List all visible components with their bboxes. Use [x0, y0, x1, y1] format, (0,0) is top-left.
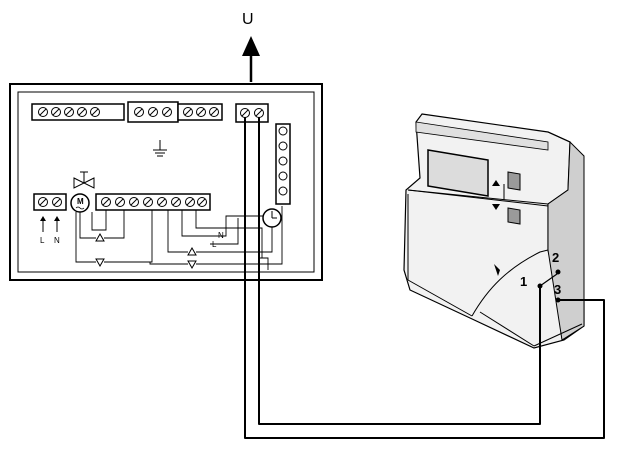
output-terminal-pair	[235, 103, 269, 123]
top-terminal-strip-right	[177, 103, 223, 121]
thermostat-display	[427, 149, 489, 197]
top-label: U	[242, 11, 254, 28]
wire-live-label: L	[212, 240, 217, 249]
triangle-up-icon	[95, 232, 105, 242]
clock-icon	[262, 208, 282, 228]
supply-live-label: L	[40, 236, 45, 245]
triangle-up-icon	[187, 246, 197, 256]
vertical-terminal-strip	[275, 123, 291, 205]
thermostat-up-button	[507, 171, 521, 191]
terminal-1-label: 1	[520, 274, 527, 289]
top-terminal-strip-left	[31, 103, 125, 121]
room-thermostat	[403, 113, 585, 349]
terminal-3-label: 3	[554, 282, 561, 297]
triangle-down-icon	[187, 260, 197, 270]
ground-icon	[153, 140, 167, 157]
triangle-down-icon	[95, 258, 105, 268]
internal-wiring	[75, 206, 283, 270]
chevron-down-icon	[492, 204, 500, 210]
supply-neutral-label: N	[54, 236, 60, 245]
valve-icon	[73, 171, 95, 189]
main-terminal-strip	[95, 193, 211, 211]
wire-neutral-label: N	[218, 231, 224, 240]
supply-terminal-pair	[33, 193, 67, 232]
motor-label: M	[77, 197, 84, 206]
thermostat-down-button	[507, 207, 521, 225]
top-terminal-strip-middle	[127, 101, 179, 123]
external-wiring	[244, 117, 605, 439]
terminal-2-label: 2	[552, 250, 559, 265]
arrow-up-icon	[242, 36, 260, 82]
chevron-up-icon	[492, 180, 500, 186]
